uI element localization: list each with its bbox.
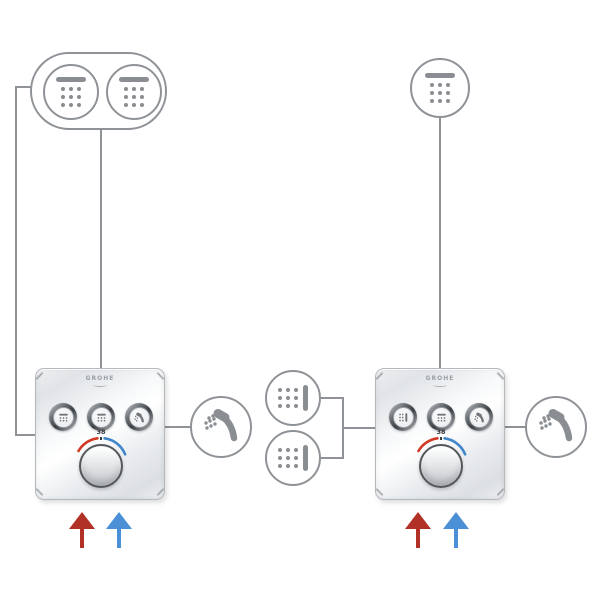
arrow-stem [454, 529, 458, 548]
shower-bar [425, 73, 455, 78]
body-spray-icon [278, 385, 308, 411]
valve-button-hand-shower [465, 403, 493, 431]
arrow-head [106, 512, 132, 529]
button-face [392, 406, 414, 428]
arrow-stem [117, 529, 121, 548]
connector-pill-left [15, 86, 31, 88]
connector-headshower-to-valve-right [439, 116, 441, 369]
connector-valve-to-handshower-left [164, 426, 191, 428]
connector-left-riser [15, 86, 17, 436]
body-spray-outlet-1 [265, 370, 321, 426]
body-spray-outlet-2 [265, 430, 321, 486]
spray-dots [278, 448, 298, 468]
spray-dots [278, 388, 298, 408]
button-face [430, 406, 452, 428]
valve-button-head-shower-1 [49, 403, 77, 431]
grohe-logo-text: GROHE [425, 375, 455, 382]
temperature-knob [79, 444, 123, 488]
body-spray-icon [278, 445, 308, 471]
arrow-stem [80, 529, 84, 548]
connector-bodyspray-bottom [320, 457, 344, 459]
cold-water-supply-arrow [443, 512, 469, 548]
temperature-arcs [77, 437, 127, 456]
head-shower-outlet-2 [106, 64, 162, 120]
button-face [128, 406, 150, 428]
arrow-head [69, 512, 95, 529]
valve-button-head-shower [427, 403, 455, 431]
grohe-logo-swoosh [93, 383, 107, 387]
thermostat-valve-left: GROHE [35, 368, 165, 500]
connector-riser-to-valve [15, 434, 36, 436]
head-shower-icon [56, 77, 86, 107]
arrow-head [443, 512, 469, 529]
head-shower-icon [58, 413, 68, 422]
grohe-logo-text: GROHE [85, 375, 115, 382]
arrow-head [405, 512, 431, 529]
hand-shower-outlet-left [190, 396, 252, 458]
button-face [52, 406, 74, 428]
head-shower-outlet-right [410, 58, 470, 118]
head-shower-icon [119, 77, 149, 107]
hand-shower-icon [473, 412, 484, 422]
button-face [90, 406, 112, 428]
spray-bar [303, 385, 308, 411]
temp-stop-label: 38 [96, 428, 106, 436]
dual-head-shower-outlet [30, 52, 167, 130]
body-spray-icon [398, 412, 407, 422]
head-shower-icon [425, 73, 455, 103]
button-face [468, 406, 490, 428]
spray-dots [124, 87, 144, 107]
arrow-stem [416, 529, 420, 548]
valve-button-hand-shower [125, 403, 153, 431]
grohe-logo: GROHE [375, 375, 505, 387]
hot-water-supply-arrow [69, 512, 95, 548]
connector-junction-to-valve [342, 427, 377, 429]
head-shower-icon [436, 413, 446, 422]
temperature-arcs [417, 437, 467, 456]
temperature-knob [419, 444, 463, 488]
spray-bar [303, 445, 308, 471]
hot-water-supply-arrow [405, 512, 431, 548]
hand-shower-icon [539, 409, 573, 442]
hand-shower-outlet-right [525, 396, 587, 458]
grohe-logo: GROHE [35, 375, 165, 387]
spray-dots [430, 83, 450, 103]
hand-shower-icon [133, 412, 144, 422]
connector-bodyspray-top [320, 397, 344, 399]
connector-pill-to-valve [100, 128, 102, 369]
hand-shower-icon [204, 409, 238, 442]
valve-button-body-spray [389, 403, 417, 431]
cold-water-supply-arrow [106, 512, 132, 548]
shower-bar [119, 77, 149, 82]
shower-bar [56, 77, 86, 82]
head-shower-icon [96, 413, 106, 422]
temp-stop-label: 38 [436, 428, 446, 436]
thermostat-valve-right: GROHE [375, 368, 505, 500]
valve-button-head-shower-2 [87, 403, 115, 431]
head-shower-outlet-1 [43, 64, 99, 120]
connector-valve-to-handshower-right [504, 426, 526, 428]
grohe-logo-swoosh [433, 383, 447, 387]
spray-dots [61, 87, 81, 107]
